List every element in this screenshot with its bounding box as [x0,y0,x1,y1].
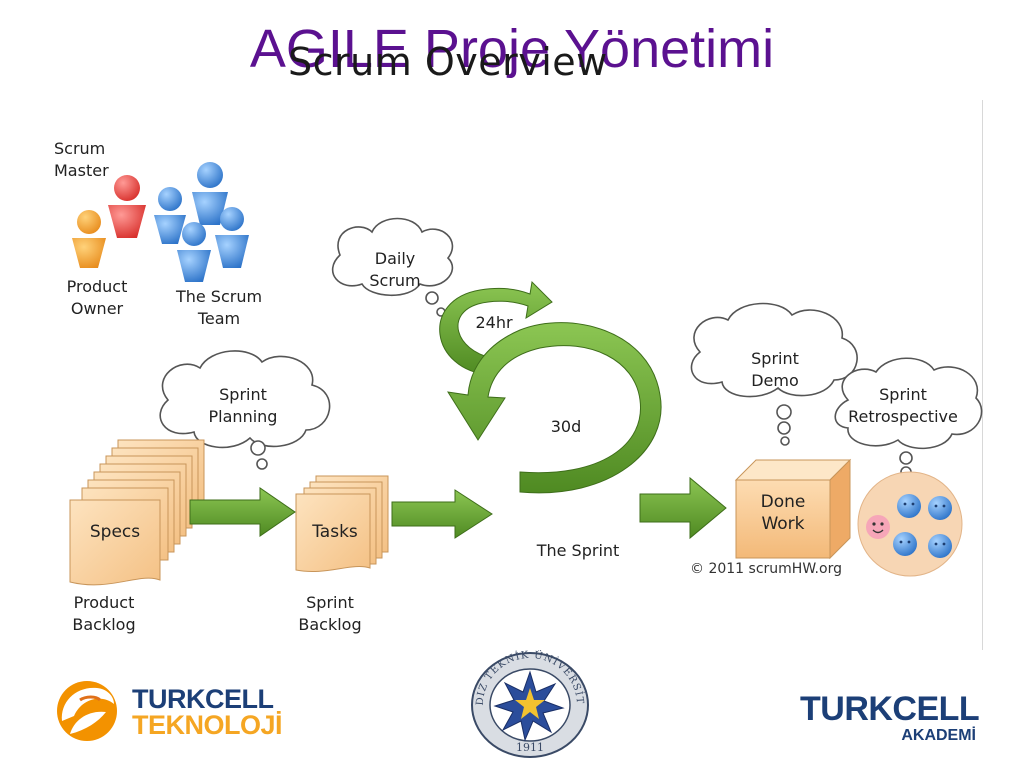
turkcell-akademi-logo: TURKCELL AKADEMİ [800,690,980,746]
turkcell-akademi-line1: TURKCELL [800,690,980,728]
done-work-label: Done Work [760,492,806,534]
scrum-team-people-icon [154,162,249,282]
sprint-cycle-arrow [447,322,662,494]
specs-label: Specs [89,522,141,542]
university-seal-icon: YILDIZ TEKNİK ÜNİVERSİTESİ 1911 [465,650,589,758]
turkcell-teknoloji-logo: TURKCELL TEKNOLOJİ [132,684,283,740]
university-seal-year: 1911 [516,741,544,754]
sprint-backlog-label: Sprint Backlog [298,593,362,634]
retrospective-team-icon [857,471,963,577]
sprint-to-done-arrow [639,476,727,540]
sprint-demo-cloud [690,302,858,446]
product-backlog-stack-icon [69,439,205,586]
sprint-retrospective-label: Sprint Retrospective [848,385,958,426]
turkcell-teknoloji-logo-icon [57,681,117,741]
copyright-text: © 2011 scrumHW.org [690,561,842,577]
sprint-planning-cloud [159,350,331,470]
turkcell-teknoloji-line1: TURKCELL [132,684,274,714]
sprint-backlog-stack-icon [295,475,389,572]
sprint-label: The Sprint [536,541,620,560]
tasks-label: Tasks [312,522,358,542]
scrum-master-person-icon [108,175,146,238]
slide-title: AGILE Proje Yönetimi [249,19,775,79]
turkcell-akademi-line2: AKADEMİ [901,727,976,744]
done-work-box-icon [734,458,852,560]
diagram-edge [982,100,983,650]
scrum-overview-heading: Scrum Overview [288,40,608,84]
sprint-planning-label: Sprint Planning [208,385,278,426]
scrum-master-label: Scrum Master [54,139,109,180]
daily-cycle-label: 24hr [475,313,513,332]
product-backlog-label: Product Backlog [72,593,136,634]
sprint-demo-label: Sprint Demo [751,349,799,390]
turkcell-teknoloji-line2: TEKNOLOJİ [132,710,283,740]
sprint-length-label: 30d [550,417,582,436]
product-owner-person-icon [72,210,106,268]
tasks-to-sprint-arrow [391,489,493,539]
specs-to-tasks-arrow [189,487,296,537]
daily-cycle-arrow [439,280,553,376]
product-owner-label: Product Owner [66,277,128,318]
scrum-team-label: The Scrum Team [175,287,263,328]
daily-scrum-label: Daily Scrum [369,249,421,290]
